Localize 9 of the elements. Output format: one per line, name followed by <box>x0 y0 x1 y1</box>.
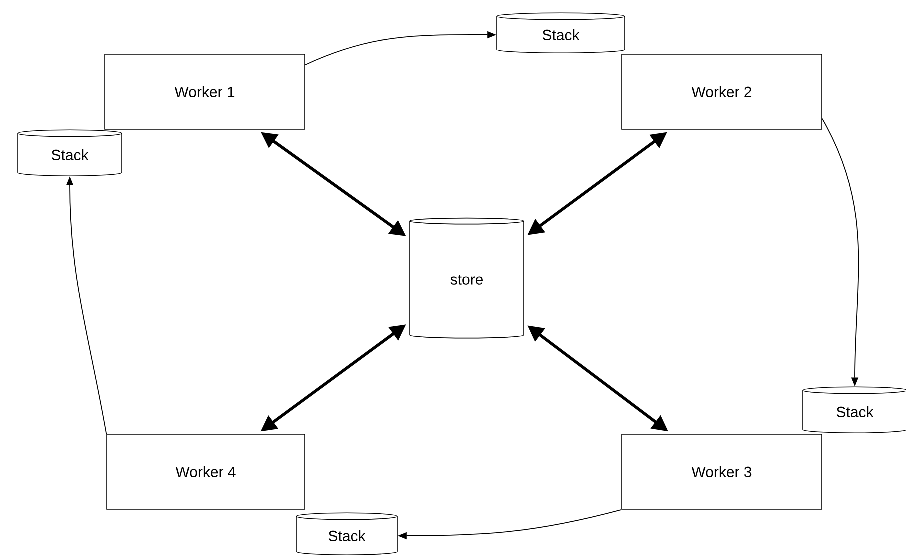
process-box: Worker 3 <box>622 434 822 510</box>
cylinder: Stack <box>18 130 122 177</box>
cylinder: Stack <box>802 386 906 434</box>
process-box: Worker 4 <box>106 434 306 510</box>
cylinder: store <box>410 218 524 339</box>
cylinder: Stack <box>496 12 626 54</box>
cylinder: Stack <box>296 512 398 556</box>
process-box: Worker 1 <box>104 54 306 130</box>
process-box: Worker 2 <box>622 54 822 130</box>
